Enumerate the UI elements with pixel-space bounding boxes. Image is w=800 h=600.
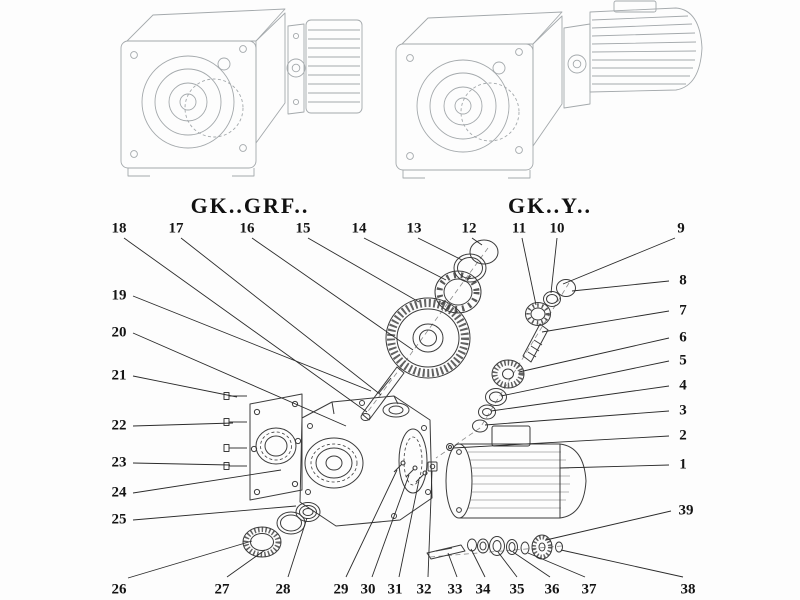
part-label-4: 4 — [679, 377, 687, 394]
leader-line-21 — [132, 375, 238, 398]
output-shaft-assembly — [426, 534, 563, 560]
leader-line-12 — [471, 237, 483, 246]
part-label-39: 39 — [678, 502, 694, 519]
leader-line-23 — [132, 462, 231, 466]
part-label-24: 24 — [111, 484, 127, 501]
part-label-13: 13 — [406, 220, 422, 237]
part-label-7: 7 — [679, 302, 687, 319]
part-label-32: 32 — [416, 581, 432, 598]
part-label-12: 12 — [461, 220, 477, 237]
part-label-8: 8 — [679, 272, 687, 289]
leader-line-20 — [132, 332, 347, 427]
part-label-37: 37 — [581, 581, 597, 598]
part-label-21: 21 — [111, 367, 127, 384]
part-label-30: 30 — [360, 581, 376, 598]
part-label-26: 26 — [111, 581, 127, 598]
part-label-27: 27 — [214, 581, 230, 598]
leader-line-31 — [398, 479, 420, 578]
variant-label-grf: GK..GRF.. — [190, 193, 310, 218]
leader-line-17 — [180, 237, 382, 396]
leader-line-36 — [512, 551, 551, 578]
leader-line-13 — [417, 237, 463, 261]
electric-motor — [445, 425, 587, 519]
part-label-17: 17 — [168, 220, 184, 237]
part-label-9: 9 — [677, 220, 685, 237]
output-seal-rings — [242, 502, 321, 558]
leader-line-3 — [484, 410, 670, 426]
leader-line-9 — [562, 237, 676, 285]
leader-line-33 — [447, 552, 458, 578]
part-label-20: 20 — [111, 324, 127, 341]
part-label-38: 38 — [680, 581, 696, 598]
motor-mount-screws — [393, 460, 428, 483]
leader-line-19 — [132, 295, 372, 392]
leader-line-24 — [132, 469, 282, 494]
part-label-5: 5 — [679, 352, 687, 369]
leader-line-29 — [345, 469, 398, 578]
part-label-23: 23 — [111, 454, 127, 471]
leader-line-6 — [518, 337, 670, 373]
part-label-35: 35 — [509, 581, 525, 598]
leader-line-27 — [226, 549, 266, 578]
exploded-view-drawing — [223, 239, 587, 560]
part-label-36: 36 — [544, 581, 560, 598]
leader-line-18 — [123, 237, 368, 413]
leader-lines — [123, 237, 684, 579]
leader-line-34 — [470, 548, 486, 578]
leader-line-15 — [307, 237, 420, 303]
leader-line-14 — [363, 237, 447, 281]
pinion-stack — [472, 279, 576, 433]
part-label-16: 16 — [239, 220, 255, 237]
snap-ring — [469, 239, 499, 265]
leader-line-4 — [490, 385, 670, 412]
part-label-22: 22 — [111, 417, 127, 434]
part-label-10: 10 — [549, 220, 565, 237]
leader-line-38 — [560, 549, 684, 578]
part-label-1: 1 — [679, 456, 687, 473]
leader-line-32 — [427, 470, 433, 578]
leader-line-16 — [251, 237, 414, 351]
mount-nut — [427, 461, 438, 472]
leader-line-8 — [571, 280, 670, 292]
part-label-15: 15 — [295, 220, 311, 237]
leader-line-7 — [541, 310, 670, 333]
leader-line-35 — [497, 551, 518, 578]
part-label-28: 28 — [275, 581, 291, 598]
part-label-2: 2 — [679, 427, 687, 444]
flange-bolts — [223, 392, 247, 470]
leader-line-1 — [559, 464, 670, 469]
gearbox-drawing-grf — [120, 8, 363, 177]
leader-line-26 — [127, 540, 253, 579]
part-label-31: 31 — [387, 581, 403, 598]
part-label-18: 18 — [111, 220, 127, 237]
gearbox-drawing-y — [395, 0, 703, 179]
leader-line-30 — [371, 474, 410, 578]
variant-label-y: GK..Y.. — [507, 193, 593, 218]
main-gear — [385, 297, 471, 379]
leader-line-5 — [500, 360, 670, 397]
leader-line-2 — [452, 435, 670, 449]
leader-line-10 — [550, 237, 558, 294]
leader-line-37 — [527, 552, 586, 578]
leader-line-39 — [545, 510, 672, 541]
leader-line-28 — [287, 517, 308, 578]
part-label-3: 3 — [679, 402, 687, 419]
leader-line-11 — [521, 237, 537, 306]
part-label-29: 29 — [333, 581, 349, 598]
part-label-11: 11 — [511, 220, 527, 237]
output-flange-plate — [249, 393, 303, 501]
part-label-14: 14 — [351, 220, 367, 237]
leader-line-22 — [132, 422, 234, 427]
part-label-6: 6 — [679, 329, 687, 346]
part-label-19: 19 — [111, 287, 127, 304]
part-label-25: 25 — [111, 511, 127, 528]
part-label-33: 33 — [447, 581, 463, 598]
main-shaft — [360, 366, 405, 421]
part-label-34: 34 — [475, 581, 491, 598]
leader-line-25 — [132, 505, 297, 521]
gearbox-housing — [299, 395, 433, 527]
